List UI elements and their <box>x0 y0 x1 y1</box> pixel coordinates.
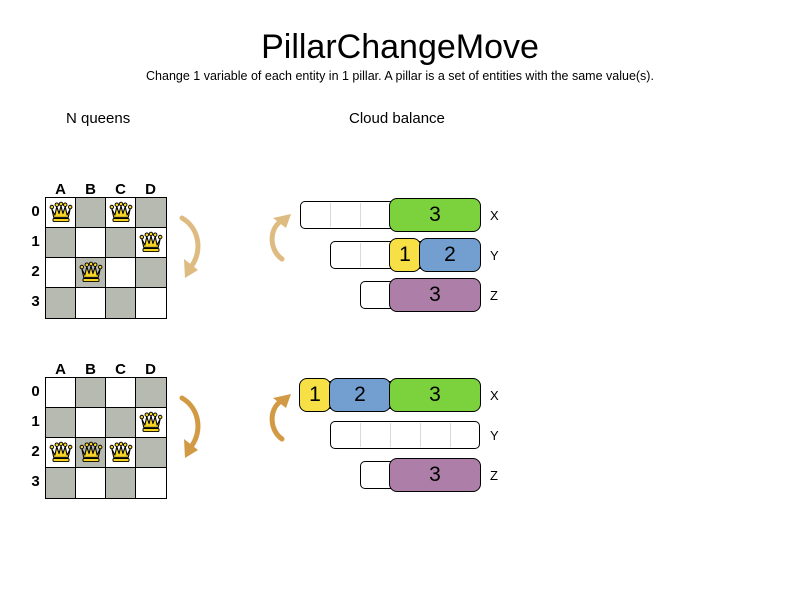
board-cell <box>76 198 106 228</box>
board-cell <box>46 468 76 498</box>
board-cell <box>136 288 166 318</box>
board-cell <box>136 408 166 438</box>
cloud-computer-bar <box>330 421 480 449</box>
board-cell <box>76 468 106 498</box>
row-label: 2 <box>31 443 40 460</box>
row-label: 3 <box>31 293 40 310</box>
queen-icon <box>109 441 133 463</box>
board-grid <box>45 197 167 319</box>
column-label: B <box>85 181 97 198</box>
process-block: 2 <box>329 378 391 412</box>
board-cell <box>46 198 76 228</box>
board-cell <box>136 198 166 228</box>
board-cell <box>136 378 166 408</box>
board-cell <box>46 258 76 288</box>
section-label-cloud: Cloud balance <box>349 110 445 127</box>
board-cell <box>136 258 166 288</box>
move-arrow-down-board-before-icon <box>179 215 201 278</box>
page-subtitle: Change 1 variable of each entity in 1 pi… <box>146 69 654 83</box>
queen-icon <box>109 201 133 223</box>
board-cell <box>76 408 106 438</box>
row-label: 1 <box>31 413 40 430</box>
process-block: 2 <box>419 238 481 272</box>
row-label: 0 <box>31 203 40 220</box>
computer-label: Y <box>490 428 499 443</box>
row-label: 1 <box>31 233 40 250</box>
board-cell <box>136 438 166 468</box>
nqueens-board-before: A B C D 0 1 2 3 <box>28 181 178 321</box>
board-cell <box>106 228 136 258</box>
board-cell <box>106 288 136 318</box>
board-cell <box>106 468 136 498</box>
board-cell <box>76 378 106 408</box>
board-cell <box>46 288 76 318</box>
computer-label: Y <box>490 248 499 263</box>
process-block: 3 <box>389 198 481 232</box>
computer-label: Z <box>490 468 498 483</box>
queen-icon <box>49 441 73 463</box>
computer-label: Z <box>490 288 498 303</box>
column-label: D <box>145 181 157 198</box>
board-cell <box>46 378 76 408</box>
move-arrow-up-bars-after-icon <box>269 394 291 442</box>
segment-divider <box>390 423 391 447</box>
process-block: 3 <box>389 458 481 492</box>
row-label: 0 <box>31 383 40 400</box>
page-title: PillarChangeMove <box>261 28 539 66</box>
board-cell <box>106 378 136 408</box>
board-cell <box>76 438 106 468</box>
move-arrow-down-board-after-icon <box>179 395 201 458</box>
board-cell <box>46 228 76 258</box>
board-cell <box>76 258 106 288</box>
move-arrow-up-bars-before-icon <box>269 214 291 262</box>
queen-icon <box>139 411 163 433</box>
column-label: D <box>145 361 157 378</box>
segment-divider <box>360 243 361 267</box>
process-block: 3 <box>389 278 481 312</box>
column-label: C <box>115 361 127 378</box>
column-label: A <box>55 361 67 378</box>
segment-divider <box>360 203 361 227</box>
queen-icon <box>79 261 103 283</box>
process-block: 1 <box>389 238 421 272</box>
segment-divider <box>330 203 331 227</box>
board-cell <box>136 468 166 498</box>
board-cell <box>136 228 166 258</box>
segment-divider <box>420 423 421 447</box>
section-label-nqueens: N queens <box>66 110 131 127</box>
queen-icon <box>79 441 103 463</box>
process-block: 1 <box>299 378 331 412</box>
segment-divider <box>360 423 361 447</box>
nqueens-board-after: A B C D 0 1 2 3 <box>28 361 178 501</box>
column-label: B <box>85 361 97 378</box>
board-cell <box>76 228 106 258</box>
computer-label: X <box>490 208 499 223</box>
board-cell <box>46 408 76 438</box>
row-label: 3 <box>31 473 40 490</box>
board-grid <box>45 377 167 499</box>
column-label: A <box>55 181 67 198</box>
board-cell <box>46 438 76 468</box>
queen-icon <box>139 231 163 253</box>
segment-divider <box>450 423 451 447</box>
process-block: 3 <box>389 378 481 412</box>
board-cell <box>106 408 136 438</box>
queen-icon <box>49 201 73 223</box>
board-cell <box>76 288 106 318</box>
board-cell <box>106 258 136 288</box>
row-label: 2 <box>31 263 40 280</box>
board-cell <box>106 438 136 468</box>
board-cell <box>106 198 136 228</box>
column-label: C <box>115 181 127 198</box>
computer-label: X <box>490 388 499 403</box>
